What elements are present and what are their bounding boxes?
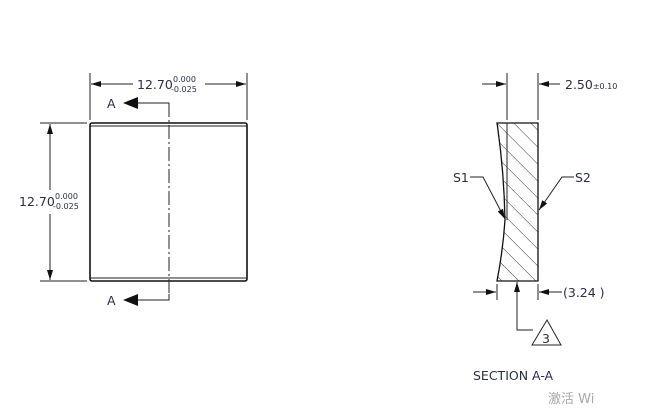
height-nominal: 12.70: [19, 194, 55, 209]
section-label-top: A: [107, 96, 116, 111]
s2-leader: [538, 176, 574, 211]
width-lower-tol: -0.025: [171, 85, 197, 94]
section-arrowhead-bottom: [123, 294, 138, 306]
surface-label-s2: S2: [575, 170, 591, 185]
section-view: 2.50±0.10 S1 S2 (3.24 ) 3 SECTION A-A: [453, 73, 617, 383]
height-upper-tol: 0.000: [55, 192, 78, 201]
section-arrow-bottom: [137, 294, 170, 301]
note-flag-triangle: [531, 319, 562, 346]
thickness-dim: 2.50±0.10: [565, 77, 617, 92]
height-dimension: 12.70 0.000 -0.025: [19, 192, 79, 211]
reference-dim: (3.24 ): [563, 285, 605, 300]
front-view: A A 12.70 0.000 -0.025 12.70 0.000 -0.02…: [19, 73, 248, 308]
surface-label-s1: S1: [453, 170, 469, 185]
section-arrowhead-top: [123, 97, 138, 109]
watermark: 激活 Wi: [548, 392, 594, 407]
section-title: SECTION A-A: [473, 368, 554, 383]
width-dimension: 12.70 0.000 -0.025: [137, 75, 197, 94]
note-leader: [514, 282, 533, 331]
width-upper-tol: 0.000: [173, 75, 196, 84]
section-arrow-top: [137, 102, 170, 110]
width-nominal: 12.70: [137, 77, 173, 92]
height-lower-tol: -0.025: [53, 202, 79, 211]
s1-leader: [470, 176, 506, 220]
section-hatched-area: [496, 122, 539, 282]
section-label-bottom: A: [107, 293, 116, 308]
note-flag-number: 3: [542, 331, 550, 346]
